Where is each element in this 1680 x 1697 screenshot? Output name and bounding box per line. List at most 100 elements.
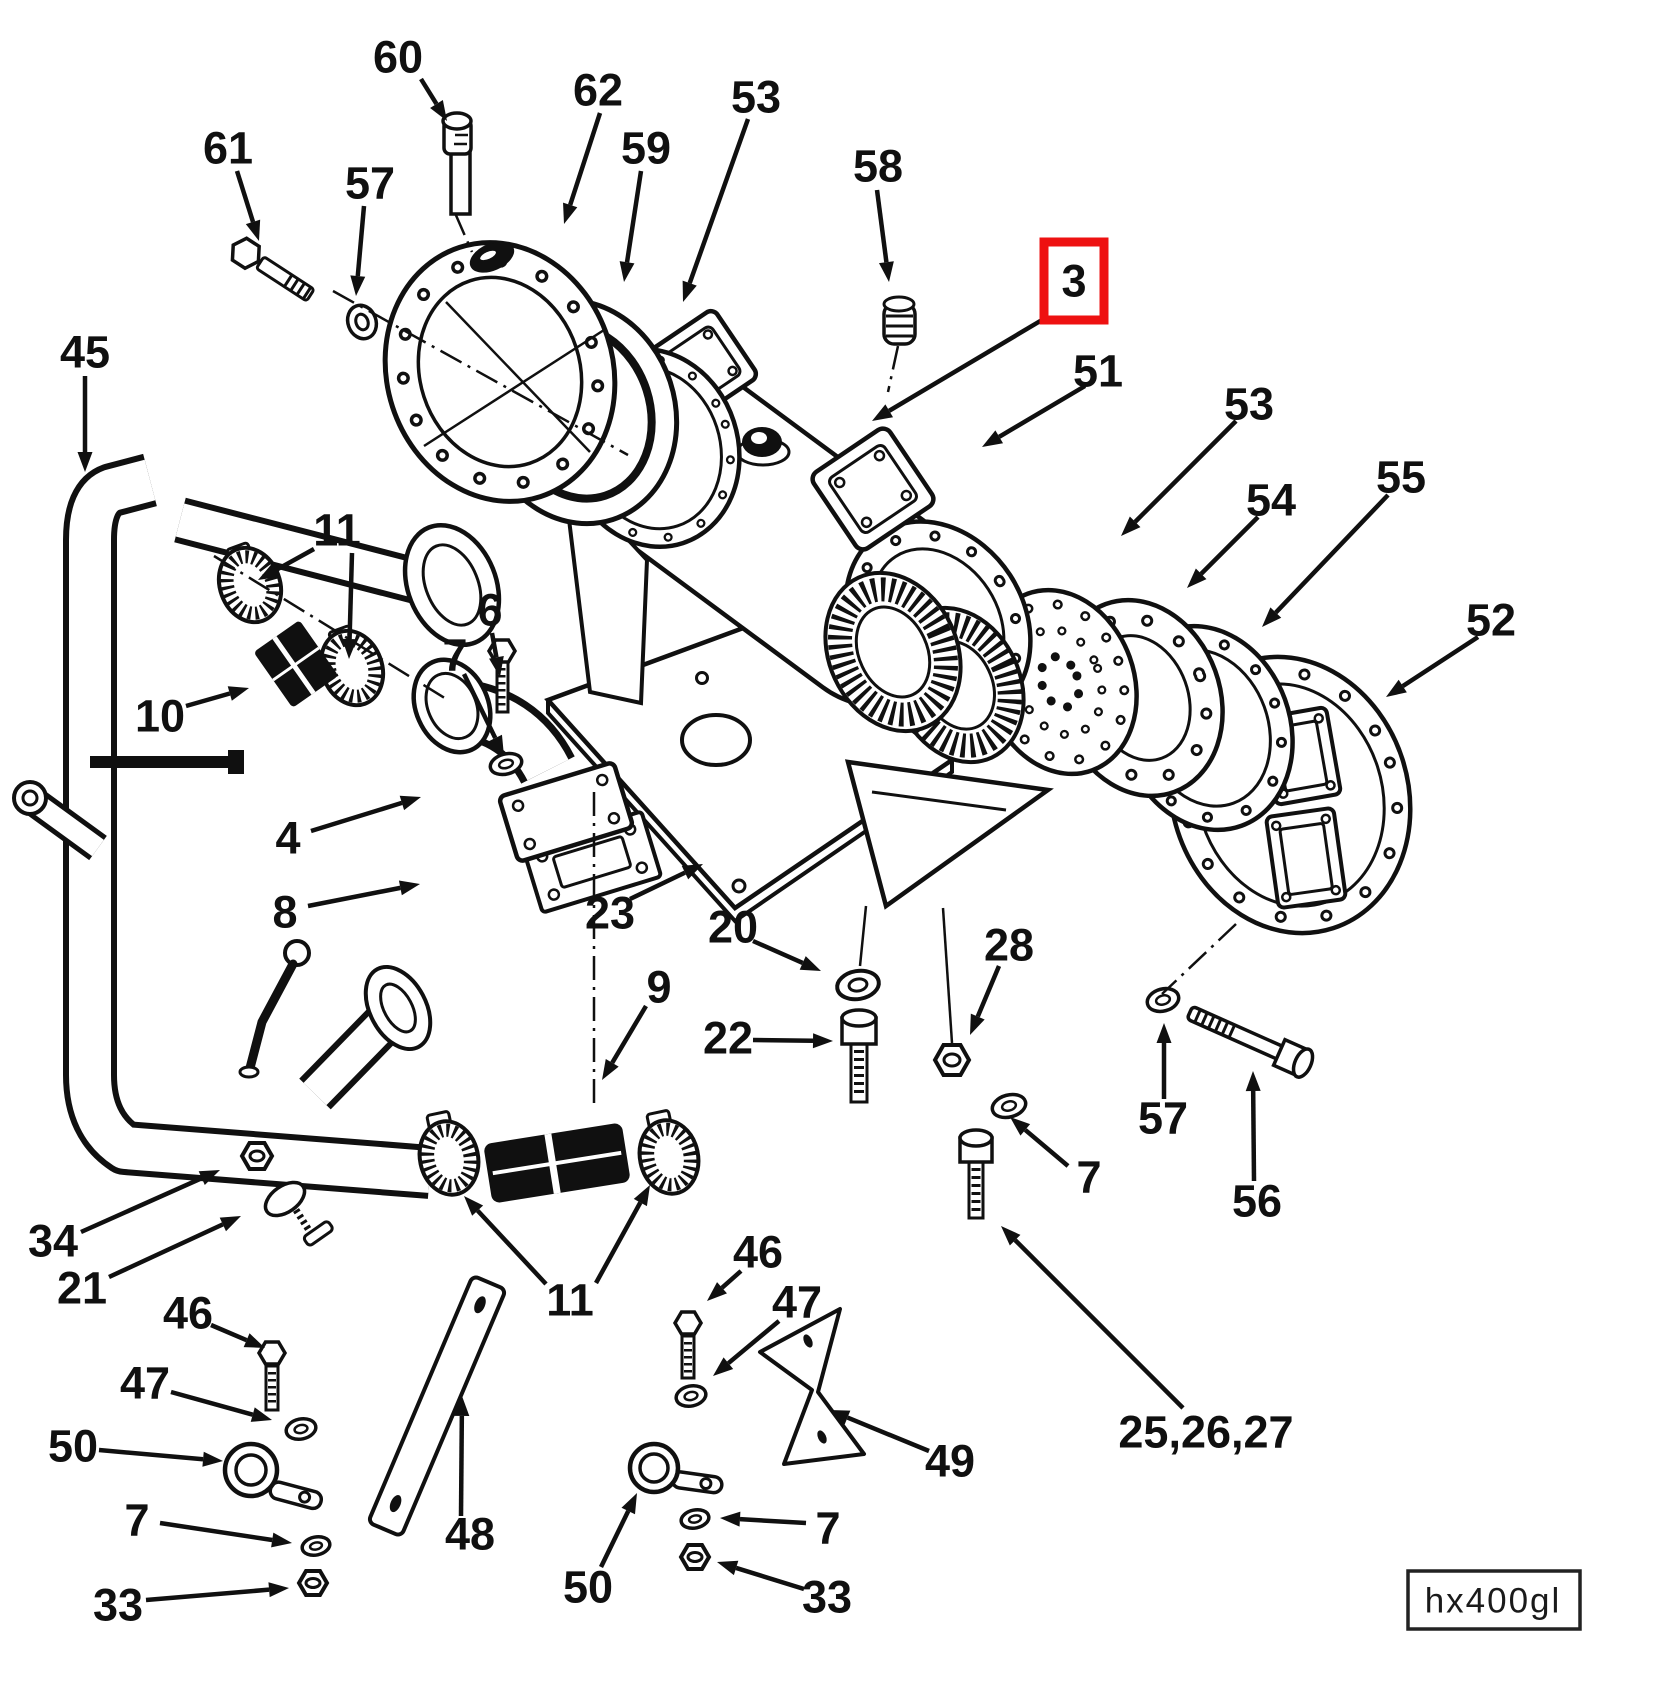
cable-clamp-50-left [222, 1441, 324, 1511]
callout-7: 7 [124, 1495, 292, 1548]
callout-48: 48 [445, 1396, 495, 1560]
callout-arrow [210, 1322, 248, 1343]
part-number-label[interactable]: 48 [445, 1509, 495, 1560]
part-number-label[interactable]: 7 [124, 1495, 149, 1546]
callout-arrow [624, 170, 644, 263]
part-number-label[interactable]: 49 [925, 1436, 975, 1487]
callout-arrow [108, 1222, 224, 1280]
part-number-label[interactable]: 9 [646, 962, 671, 1013]
part-number-label[interactable]: 4 [275, 813, 300, 864]
callout-arrow [598, 1510, 631, 1568]
callout-arrowhead [454, 1396, 470, 1417]
callout-arrowhead [682, 280, 697, 302]
part-number-label[interactable]: 60 [373, 32, 423, 83]
part-number-label[interactable]: 23 [585, 888, 635, 939]
part-number-label[interactable]: 57 [345, 158, 395, 209]
part-number-label[interactable]: 11 [546, 1275, 594, 1326]
part-number-label[interactable]: 6 [477, 585, 502, 636]
callout-arrow [726, 1319, 781, 1365]
part-number-label[interactable]: 33 [802, 1572, 852, 1623]
callout-28: 28 [970, 920, 1034, 1035]
callout-arrow [159, 1520, 273, 1543]
part-number-label[interactable]: 21 [57, 1263, 107, 1314]
callout-51: 51 [982, 346, 1123, 447]
hose-9-assembly [417, 1109, 701, 1203]
callout-45: 45 [60, 327, 110, 472]
callout-arrow [489, 632, 499, 658]
callout-arrow [752, 1037, 814, 1043]
callout-6: 6 [477, 585, 504, 677]
callout-60: 60 [373, 32, 447, 121]
part-number-label[interactable]: 55 [1376, 452, 1426, 503]
part-number-label[interactable]: 20 [708, 902, 758, 953]
callout-62: 62 [563, 65, 623, 224]
callout-arrowhead [878, 261, 894, 282]
part-number-label[interactable]: 3 [1061, 256, 1086, 307]
callout-arrow [1199, 515, 1260, 576]
callout-arrowhead [271, 1532, 292, 1548]
part-number-label[interactable]: 28 [984, 920, 1034, 971]
callout-arrowhead [202, 1451, 223, 1467]
part-number-label[interactable]: 34 [28, 1216, 78, 1267]
callout-arrow [234, 170, 256, 223]
part-number-label[interactable]: 22 [703, 1013, 753, 1064]
callout-arrow [475, 1209, 548, 1286]
part-number-label[interactable]: 7 [815, 1503, 840, 1554]
callout-arrowhead [619, 261, 635, 282]
part-number-label[interactable]: 47 [120, 1358, 170, 1409]
part-number-label[interactable]: 46 [163, 1288, 213, 1339]
part-number-label[interactable]: 53 [1224, 379, 1274, 430]
part-number-label[interactable]: 58 [853, 141, 903, 192]
washer-20 [835, 968, 881, 1002]
part-number-label[interactable]: 7 [1076, 1152, 1101, 1203]
part-number-label[interactable]: 50 [563, 1562, 613, 1613]
bolt-56 [1186, 1005, 1315, 1079]
part-number-label[interactable]: 47 [772, 1277, 822, 1328]
part-number-label[interactable]: 45 [60, 327, 110, 378]
callout-arrowhead [713, 1357, 734, 1376]
part-number-label[interactable]: 46 [733, 1227, 783, 1278]
callout-10: 10 [135, 686, 249, 742]
callout-57: 57 [345, 158, 395, 296]
part-number-label[interactable]: 61 [203, 123, 253, 174]
part-number-label[interactable]: 33 [93, 1580, 143, 1631]
callout-arrow [145, 1587, 270, 1603]
callout-arrowhead [399, 795, 421, 811]
bolt-46-left [256, 1340, 288, 1412]
callout-47: 47 [713, 1277, 822, 1376]
part-number-label[interactable]: 62 [573, 65, 623, 116]
callout-20: 20 [708, 902, 821, 971]
nut-34 [239, 1141, 275, 1171]
part-number-label[interactable]: 25,26,27 [1118, 1407, 1293, 1458]
part-number-label[interactable]: 8 [272, 887, 297, 938]
part-number-label[interactable]: 57 [1138, 1093, 1188, 1144]
callout-22: 22 [703, 1013, 833, 1064]
callout-arrow [458, 1415, 465, 1517]
part-number-label[interactable]: 10 [135, 691, 185, 742]
part-number-label[interactable]: 54 [1246, 475, 1296, 526]
callout-arrowhead [1245, 1071, 1261, 1092]
callout-49: 49 [829, 1410, 975, 1487]
callout-54: 54 [1187, 475, 1296, 588]
support-bracket [844, 759, 1054, 910]
callout-3: 3 [872, 237, 1109, 421]
figure-code-tag: hx400gl [1406, 1569, 1582, 1631]
part-number-label[interactable]: 53 [731, 72, 781, 123]
part-number-label[interactable]: 51 [1073, 346, 1123, 397]
part-number-label[interactable]: 7 [442, 630, 467, 681]
part-number-label[interactable]: 59 [621, 123, 671, 174]
part-number-label[interactable]: 50 [48, 1421, 98, 1472]
callout-55: 55 [1262, 452, 1426, 627]
part-number-label[interactable]: 11 [313, 505, 361, 556]
callout-arrowhead [872, 404, 894, 421]
callout-arrowhead [720, 1511, 741, 1527]
callout-arrowhead [829, 1410, 851, 1425]
callout-arrow [874, 189, 889, 263]
washer-47-middle [674, 1383, 708, 1409]
part-number-label[interactable]: 52 [1466, 595, 1516, 646]
callout-arrowhead [198, 1170, 220, 1185]
callout-arrowhead [219, 1216, 241, 1232]
part-number-label[interactable]: 56 [1232, 1176, 1282, 1227]
